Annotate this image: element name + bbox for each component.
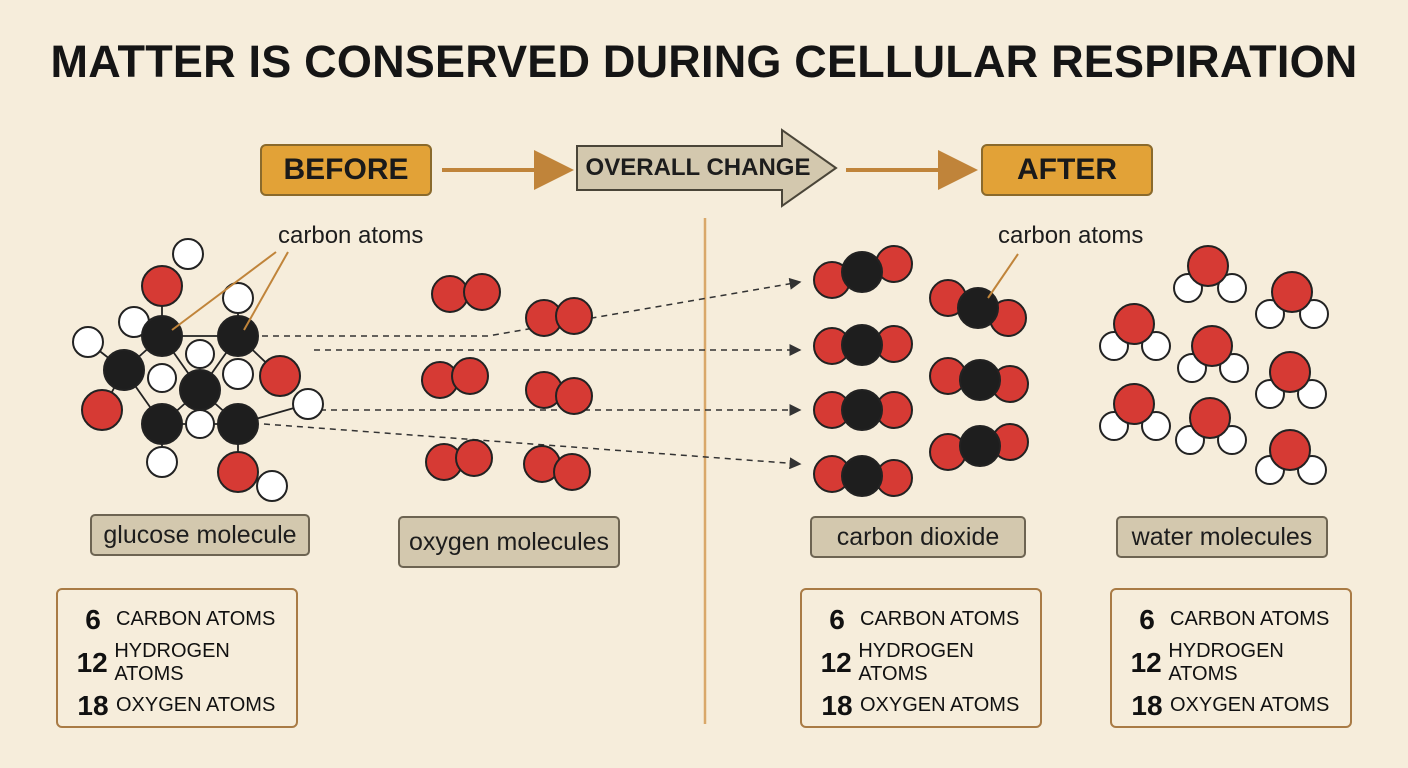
after-label: AFTER <box>1017 153 1117 186</box>
count-label: CARBON ATOMS <box>1170 608 1330 630</box>
count-label: CARBON ATOMS <box>116 608 276 630</box>
glucose-label: glucose molecule <box>90 514 310 556</box>
before-label: BEFORE <box>283 153 409 186</box>
count-label: OXYGEN ATOMS <box>116 694 276 716</box>
glucose-molecule-graphic <box>72 238 324 502</box>
count-label: CARBON ATOMS <box>860 608 1020 630</box>
oxygen-molecules-graphic <box>421 273 593 491</box>
carbon-dioxide-label-text: carbon dioxide <box>836 522 1000 551</box>
carbon-atoms-callout-left: carbon atoms <box>278 222 424 249</box>
count-number: 12 <box>820 646 852 678</box>
count-row: 18 OXYGEN ATOMS <box>1126 684 1350 727</box>
count-label: HYDROGEN ATOMS <box>114 639 230 685</box>
count-row: 18 OXYGEN ATOMS <box>816 684 1040 727</box>
carbon-dioxide-label: carbon dioxide <box>810 516 1026 558</box>
after-box: AFTER <box>981 144 1153 196</box>
count-row: 6 CARBON ATOMS <box>1126 598 1350 641</box>
glucose-label-text: glucose molecule <box>103 520 297 549</box>
overall-change-arrow-shape <box>576 128 838 208</box>
count-label: OXYGEN ATOMS <box>860 694 1020 716</box>
water-molecules-graphic <box>1099 245 1329 485</box>
count-number: 18 <box>77 689 109 721</box>
count-label: HYDROGEN ATOMS <box>858 639 974 685</box>
count-row: 18 OXYGEN ATOMS <box>72 684 296 727</box>
oxygen-label-text: oxygen molecules <box>408 527 610 556</box>
count-label: OXYGEN ATOMS <box>1170 694 1330 716</box>
count-row: 6 CARBON ATOMS <box>72 598 296 641</box>
count-number: 12 <box>1130 646 1162 678</box>
overall-change-label: OVERALL CHANGE <box>585 154 811 181</box>
count-row: 6 CARBON ATOMS <box>816 598 1040 641</box>
page-title: MATTER IS CONSERVED DURING CELLULAR RESP… <box>50 36 1358 87</box>
oxygen-label: oxygen molecules <box>398 516 620 568</box>
water-label-text: water molecules <box>1131 522 1313 551</box>
count-number: 18 <box>821 689 853 721</box>
carbon-atoms-callout-right: carbon atoms <box>998 222 1144 249</box>
before-box: BEFORE <box>260 144 432 196</box>
transfer-arrows <box>262 277 802 470</box>
count-label: HYDROGEN ATOMS <box>1168 639 1284 685</box>
count-number: 18 <box>1131 689 1163 721</box>
count-number: 12 <box>76 646 108 678</box>
count-number: 6 <box>829 603 845 635</box>
count-number: 6 <box>85 603 101 635</box>
count-number: 6 <box>1139 603 1155 635</box>
water-label: water molecules <box>1116 516 1328 558</box>
carbon-dioxide-graphic <box>813 245 1029 497</box>
